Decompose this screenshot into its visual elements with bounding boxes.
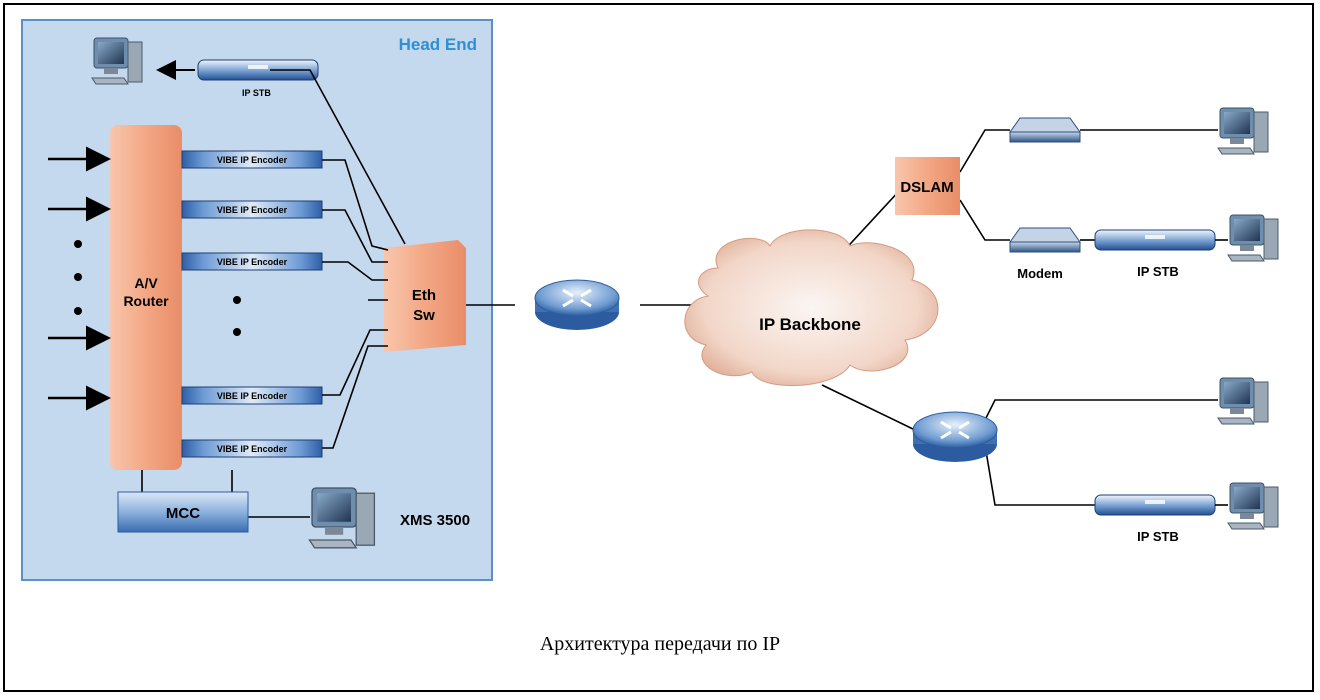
edge-router-icon bbox=[911, 410, 999, 464]
pc-2-icon bbox=[1217, 377, 1269, 425]
encoder-5-label: VIBE IP Encoder bbox=[217, 444, 288, 454]
eth-switch-label-2: Sw bbox=[413, 307, 435, 324]
eth-switch-label-1: Eth bbox=[412, 287, 436, 304]
ip-stb-1-icon bbox=[1094, 229, 1216, 251]
head-end-label: Head End bbox=[399, 35, 477, 54]
eth-switch bbox=[384, 240, 466, 352]
xms-label: XMS 3500 bbox=[400, 512, 470, 529]
headend-ip-stb-label: IP STB bbox=[242, 88, 271, 98]
modem-label: Modem bbox=[1017, 266, 1063, 281]
modem-2-icon bbox=[1009, 227, 1081, 253]
encoder-4-label: VIBE IP Encoder bbox=[217, 391, 288, 401]
tv-1-icon bbox=[1227, 214, 1279, 262]
encoder-2-label: VIBE IP Encoder bbox=[217, 205, 288, 215]
modem-1-icon bbox=[1009, 117, 1081, 143]
encoder-3-label: VIBE IP Encoder bbox=[217, 257, 288, 267]
ip-stb-1-label: IP STB bbox=[1137, 264, 1179, 279]
encoder-1: VIBE IP Encoder bbox=[181, 150, 323, 169]
tv-2-icon bbox=[1227, 482, 1279, 530]
encoder-1-label: VIBE IP Encoder bbox=[217, 155, 288, 165]
ip-backbone-cloud bbox=[684, 229, 939, 386]
encoder-2: VIBE IP Encoder bbox=[181, 200, 323, 219]
dslam bbox=[895, 157, 960, 215]
ip-stb-2-label: IP STB bbox=[1137, 529, 1179, 544]
av-router-label-1: A/V bbox=[134, 275, 158, 291]
ip-stb-2-icon bbox=[1094, 494, 1216, 516]
core-router-icon bbox=[533, 278, 621, 332]
encoder-5: VIBE IP Encoder bbox=[181, 439, 323, 458]
encoder-3: VIBE IP Encoder bbox=[181, 252, 323, 271]
encoder-4: VIBE IP Encoder bbox=[181, 386, 323, 405]
dslam-label: DSLAM bbox=[900, 179, 953, 196]
av-router bbox=[110, 125, 182, 470]
diagram-caption: Архитектура передачи по IP bbox=[539, 633, 781, 655]
pc-1-icon bbox=[1217, 107, 1269, 155]
av-router-label-2: Router bbox=[123, 293, 169, 309]
ip-backbone-label: IP Backbone bbox=[759, 315, 861, 334]
mcc-box bbox=[117, 491, 249, 533]
mcc-label: MCC bbox=[166, 505, 200, 522]
